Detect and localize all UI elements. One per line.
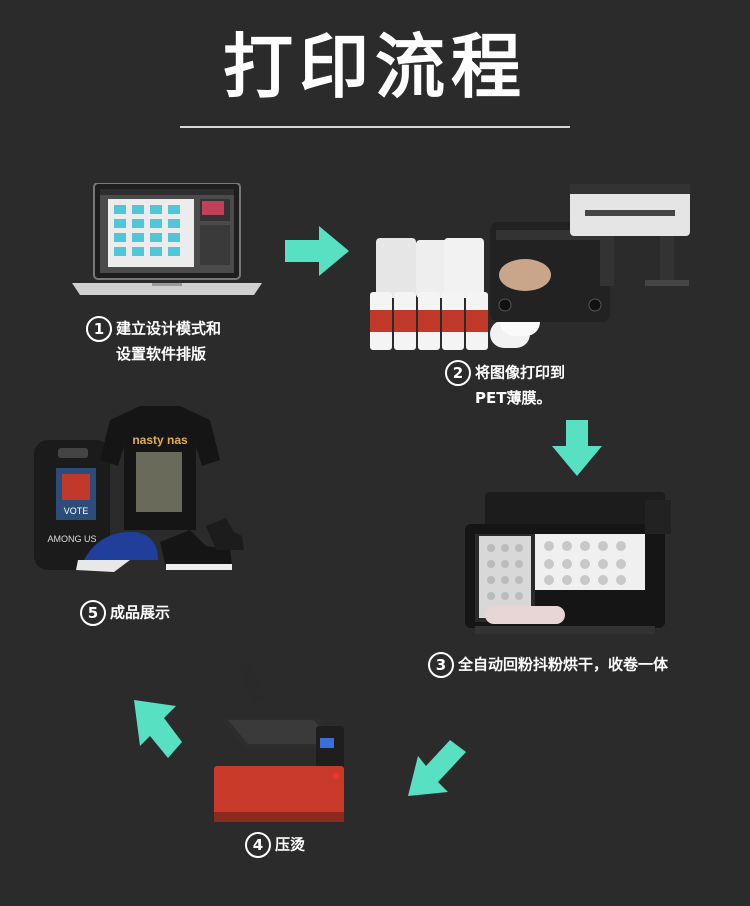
step-4-number: 4 [245,832,271,858]
svg-text:AMONG US: AMONG US [47,534,96,544]
arrow-right-icon [285,226,349,276]
arrow-down-left-icon [408,740,466,796]
svg-text:VOTE: VOTE [64,506,89,516]
powder-shaker-dryer-illustration [465,492,671,634]
arrow-up-left-icon [134,700,182,758]
arrow-down-icon [552,420,602,476]
step-3-number: 3 [428,652,454,678]
step-5-number: 5 [80,600,106,626]
title-divider [180,126,570,128]
step-2-number: 2 [445,360,471,386]
finished-products-illustration: VOTE AMONG US nasty nas [34,406,244,572]
heat-press-illustration [214,661,344,822]
step-1-number: 1 [86,316,112,342]
laptop-illustration [72,183,262,295]
dtf-printer-illustration [370,184,690,350]
svg-text:nasty nas: nasty nas [132,433,188,447]
page-title: 打印流程 [223,26,527,108]
